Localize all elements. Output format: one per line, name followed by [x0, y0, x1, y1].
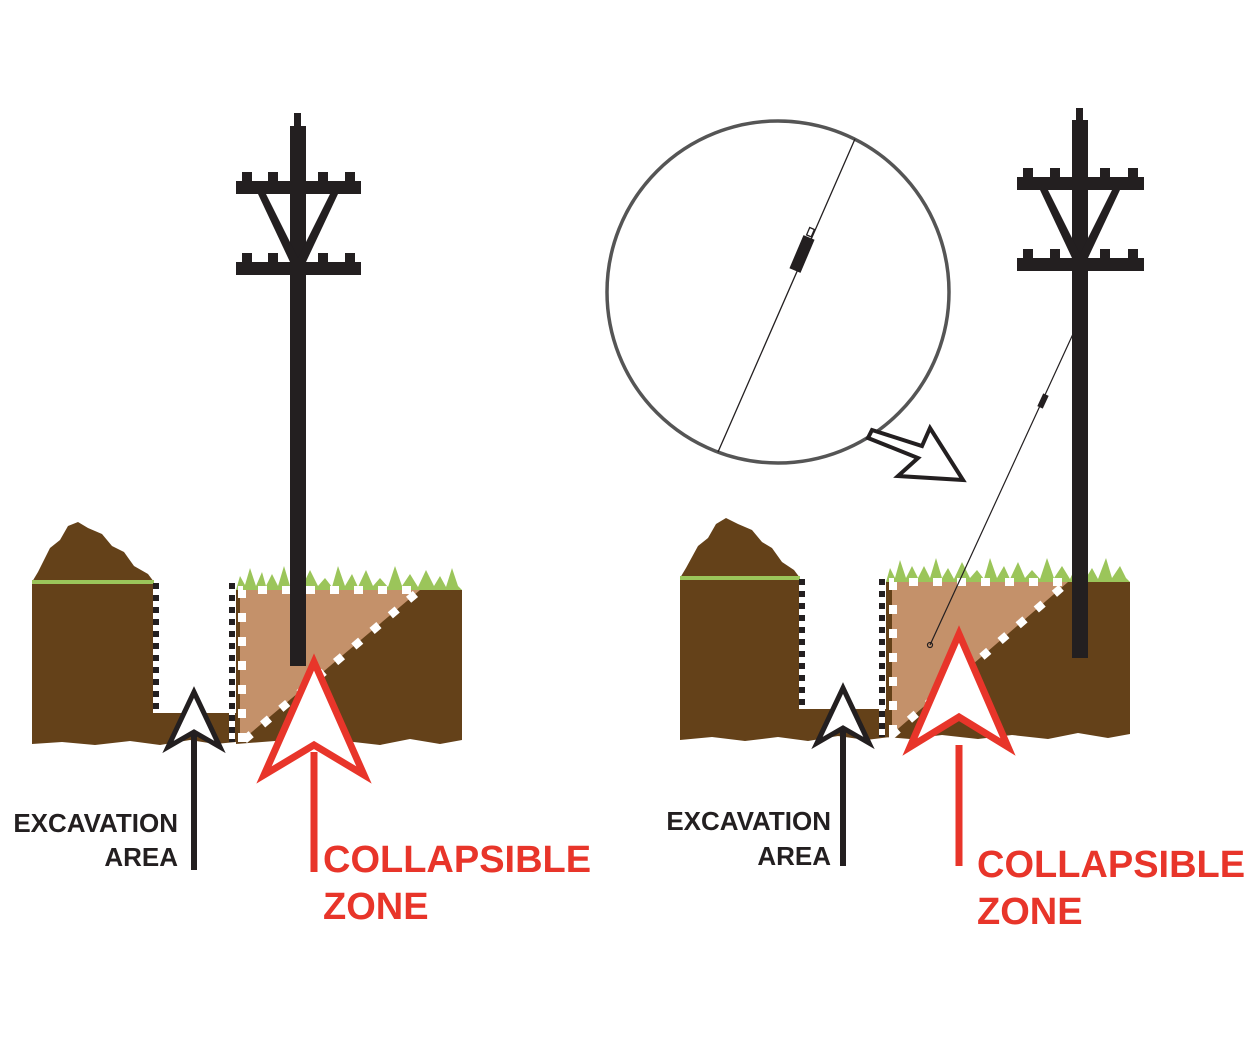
- left-utility-pole: [236, 113, 361, 666]
- right-soil-mound-block: [680, 518, 890, 741]
- arrow-up-outline-icon: [811, 682, 875, 866]
- excavation-area-label-line2: AREA: [757, 841, 831, 871]
- excavation-area-label-line2: AREA: [104, 842, 178, 872]
- left-grass: [236, 566, 462, 590]
- magnifier-callout: [605, 119, 967, 483]
- collapsible-zone-label-line2: ZONE: [323, 886, 429, 928]
- collapsible-zone-label-line1: COLLAPSIBLE: [977, 844, 1245, 886]
- left-panel: EXCAVATION AREA COLLAPSIBLE ZONE: [13, 113, 591, 928]
- magnifier-pointer-arrow: [865, 423, 967, 483]
- left-soil-mound-block: [32, 522, 236, 745]
- collapsible-zone-label-line1: COLLAPSIBLE: [323, 839, 591, 881]
- guy-wire-insulator-icon: [926, 333, 1074, 649]
- right-panel: EXCAVATION AREA COLLAPSIBLE ZONE: [605, 108, 1245, 933]
- excavation-area-label-line1: EXCAVATION: [666, 806, 831, 836]
- right-collapse-outline: [889, 578, 1079, 743]
- arrow-up-outline-red-icon: [902, 625, 1016, 866]
- excavation-area-label-line1: EXCAVATION: [13, 808, 178, 838]
- right-utility-pole: [1017, 108, 1144, 658]
- arrow-up-outline-red-icon: [256, 653, 372, 872]
- left-collapse-outline: [238, 586, 431, 751]
- right-grass: [886, 558, 1130, 582]
- collapsible-zone-label-line2: ZONE: [977, 891, 1083, 933]
- arrow-up-outline-icon: [162, 686, 226, 870]
